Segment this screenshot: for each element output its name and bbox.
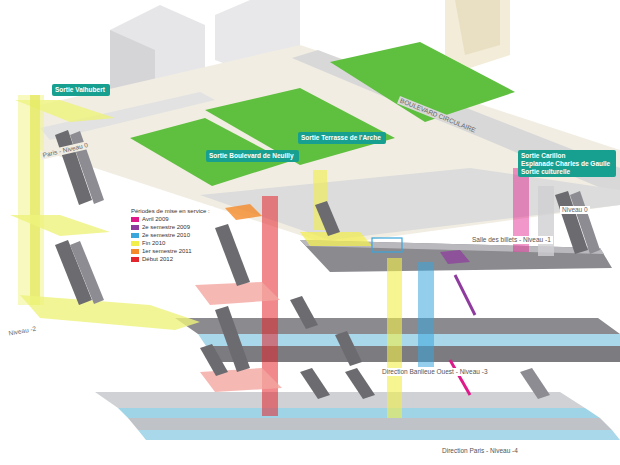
- building: [455, 0, 500, 55]
- escalator: [300, 368, 330, 399]
- legend-swatch: [131, 249, 139, 254]
- legend-text: 2e semestre 2009: [142, 224, 190, 230]
- legend-row: Fin 2010: [131, 239, 210, 247]
- legend-row: 2e semestre 2009: [131, 223, 210, 231]
- escalator: [290, 296, 318, 329]
- access-floor: [10, 215, 110, 236]
- legend-swatch: [131, 257, 139, 262]
- level-label: Direction Paris - Niveau -4: [440, 447, 520, 455]
- level-label: Niveau 0: [560, 206, 590, 214]
- escalator: [520, 368, 550, 399]
- legend-row: 2e semestre 2010: [131, 231, 210, 239]
- elevator-shaft: [418, 262, 434, 367]
- track-band: [118, 408, 600, 418]
- escalator: [570, 191, 600, 254]
- escalator: [315, 201, 340, 236]
- platform-slab: [95, 392, 585, 408]
- legend-text: Début 2012: [142, 256, 173, 262]
- exit-sign: Sortie Valhubert: [52, 84, 110, 96]
- ground-plane: [40, 45, 620, 245]
- track-band: [138, 430, 620, 440]
- level-label: Direction Banlieue Ouest - Niveau -3: [380, 368, 490, 376]
- legend-title: Périodes de mise en service :: [131, 208, 210, 214]
- hall-gate: [372, 238, 402, 252]
- escalator: [335, 331, 362, 366]
- legend-swatch: [131, 241, 139, 246]
- stair-head: [225, 204, 262, 220]
- access-floor: [200, 368, 282, 392]
- legend-row: Avril 2009: [131, 215, 210, 223]
- legend-text: 1er semestre 2011: [142, 248, 192, 254]
- legend-text: Avril 2009: [142, 216, 169, 222]
- exit-name: Sortie Terrasse de l'Arche: [301, 134, 383, 142]
- legend-swatch: [131, 217, 139, 222]
- elevator-shaft: [30, 95, 40, 305]
- track-band: [198, 334, 620, 346]
- exit-name: Sortie culturelle: [521, 168, 613, 176]
- exit-name: Esplanade Charles de Gaulle: [521, 160, 613, 168]
- exit-sign: Sortie CarillonEsplanade Charles de Gaul…: [518, 150, 616, 177]
- exit-name: Sortie Carillon: [521, 152, 613, 160]
- legend-text: Fin 2010: [142, 240, 165, 246]
- platform-slab: [128, 418, 612, 430]
- escalator: [345, 368, 375, 399]
- lawn: [205, 88, 395, 165]
- exit-sign: Sortie Boulevard de Neuilly: [206, 150, 299, 162]
- access-corridor: [20, 295, 200, 330]
- elevator-shaft: [387, 258, 402, 418]
- escalator: [455, 275, 475, 315]
- escalator: [215, 224, 250, 286]
- exit-name: Sortie Boulevard de Neuilly: [209, 152, 296, 160]
- legend-swatch: [131, 225, 139, 230]
- legend-row: Début 2012: [131, 255, 210, 263]
- stair-head: [440, 250, 470, 264]
- building: [445, 0, 510, 68]
- access-floor: [300, 232, 372, 246]
- level-label: Salle des billets - Niveau -1: [470, 236, 553, 244]
- legend-text: 2e semestre 2010: [142, 232, 190, 238]
- elevator-shaft: [18, 95, 44, 305]
- escalator: [200, 344, 228, 376]
- elevator-shaft: [538, 186, 554, 256]
- exit-sign: Sortie Terrasse de l'Arche: [298, 132, 386, 144]
- escalator: [70, 241, 104, 304]
- escalator: [450, 360, 470, 395]
- exit-name: Sortie Valhubert: [55, 86, 107, 94]
- legend: Périodes de mise en service : Avril 2009 2…: [128, 206, 213, 265]
- legend-swatch: [131, 233, 139, 238]
- legend-row: 1er semestre 2011: [131, 247, 210, 255]
- level-label: Niveau -2: [6, 324, 39, 337]
